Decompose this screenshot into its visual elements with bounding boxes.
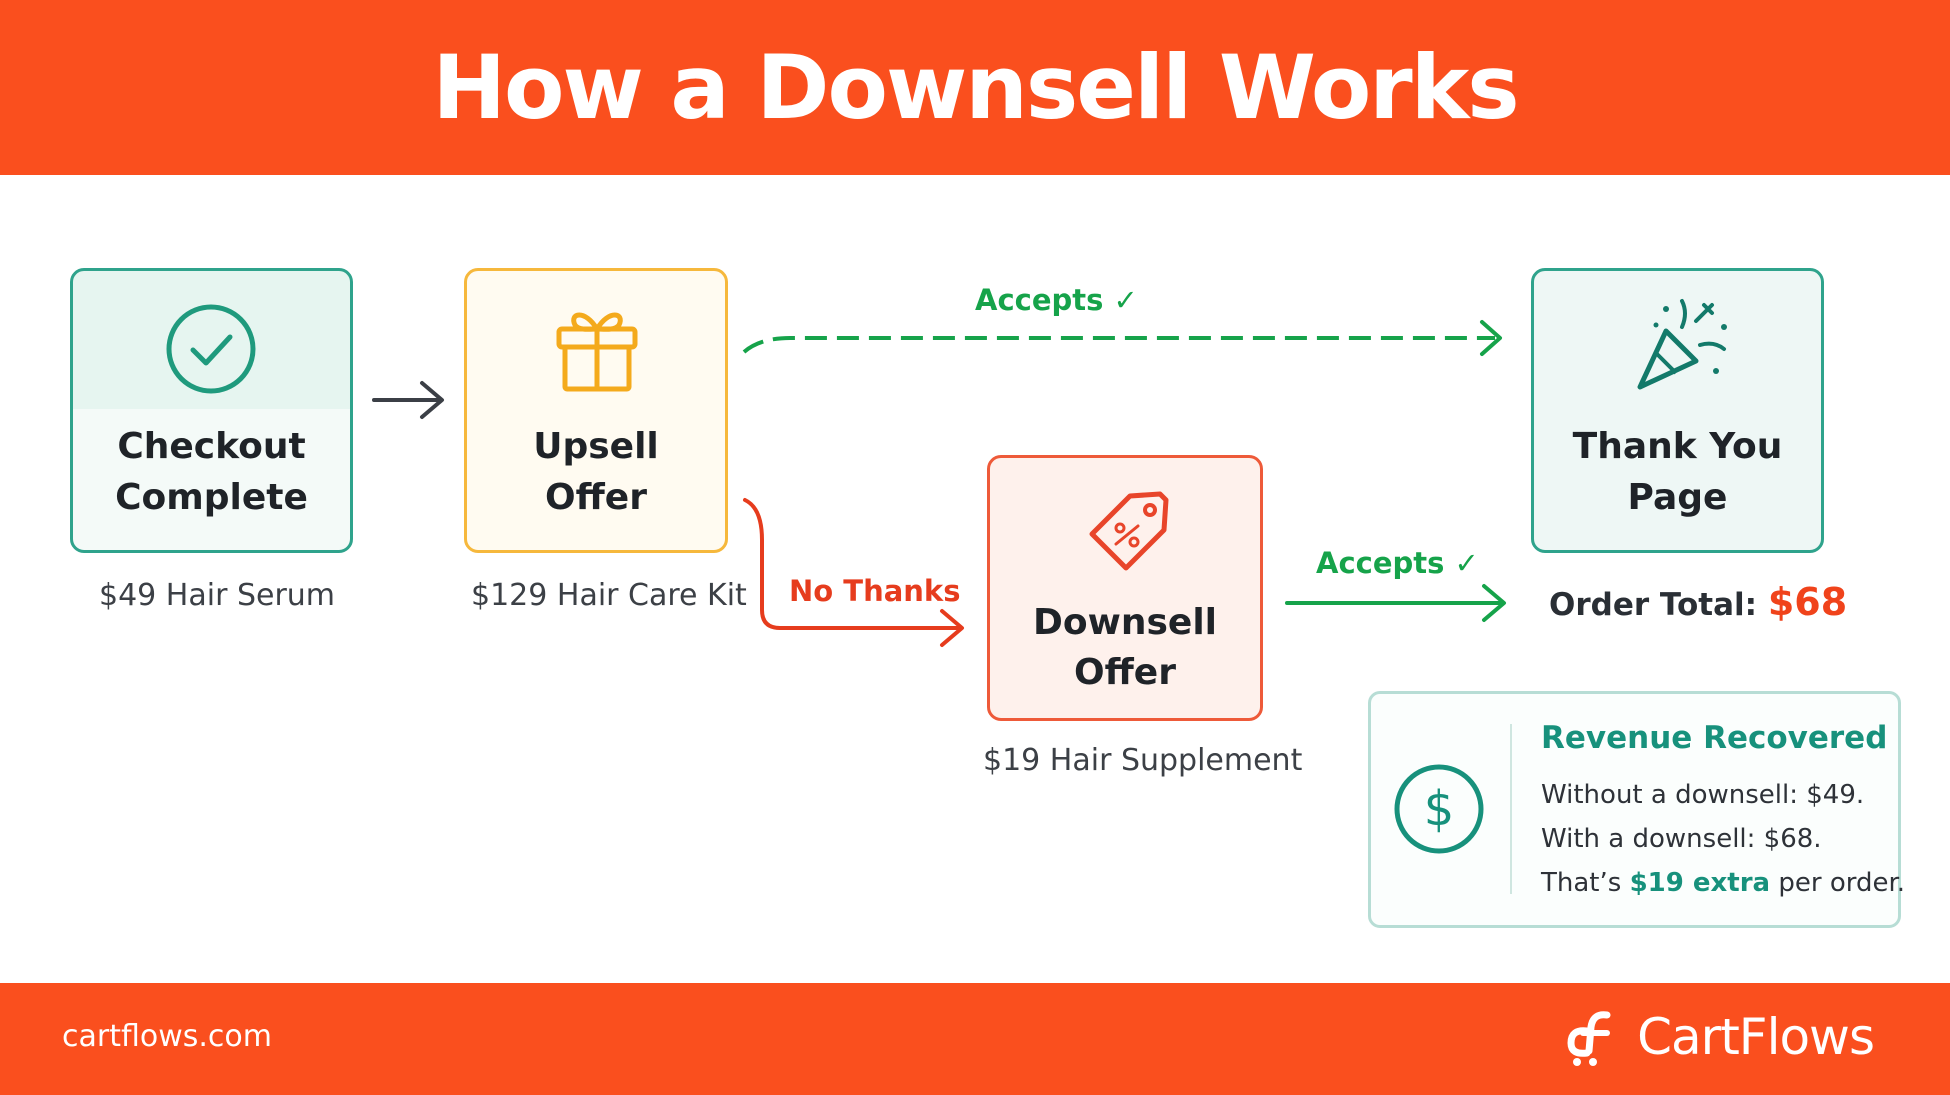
gift-icon [556,312,638,392]
footer-bar: cartflows.com CartFlows [0,983,1950,1095]
order-total: Order Total: $68 [1549,580,1847,624]
step-upsell-card: Upsell Offer [464,268,728,553]
dollar-circle-icon: $ [1394,764,1484,854]
revenue-divider [1510,724,1512,894]
revenue-recovered-box: $ Revenue Recovered Without a downsell: … [1368,691,1905,928]
percent-tag-icon [1089,491,1169,571]
revenue-line-without: Without a downsell: $49. [1541,780,1865,810]
revenue-extra-suffix: per order. [1770,868,1906,898]
arrow-checkout-to-upsell [372,381,444,419]
revenue-title: Revenue Recovered [1541,720,1888,756]
step-checkout-card: Checkout Complete [70,268,353,553]
arrow-downsell-to-thanks [1285,584,1506,622]
order-total-amount: $68 [1767,580,1848,624]
upsell-caption: $129 Hair Care Kit [471,578,747,613]
downsell-title-line2: Offer [1074,652,1176,693]
step-thankyou-card: Thank You Page [1531,268,1824,553]
revenue-extra-prefix: That’s [1541,868,1630,898]
revenue-line-extra: That’s $19 extra per order. [1541,868,1905,898]
accept-label-top: Accepts ✓ [975,283,1138,317]
arrowhead-accept-to-thanks [1480,320,1502,356]
thankyou-title-line1: Thank You [1572,426,1783,467]
page-title: How a Downsell Works [432,36,1519,139]
footer-brand: CartFlows [1563,1007,1875,1067]
footer-brand-name: CartFlows [1637,1008,1875,1066]
checkout-title-line2: Complete [115,477,308,518]
decline-label: No Thanks [789,574,961,608]
check-circle-icon [166,304,256,394]
checkout-title-line1: Checkout [117,426,306,467]
upsell-title-line2: Offer [545,477,647,518]
svg-text:$: $ [1424,781,1455,837]
revenue-line-with: With a downsell: $68. [1541,824,1822,854]
party-popper-icon [1637,299,1727,390]
revenue-extra-amount: $19 extra [1629,868,1771,898]
upsell-title-line1: Upsell [533,426,659,467]
downsell-caption: $19 Hair Supplement [983,743,1303,778]
accept-label-bottom: Accepts ✓ [1316,546,1479,580]
order-total-label: Order Total: [1549,587,1758,623]
downsell-title-line1: Downsell [1032,602,1218,643]
thankyou-title-line2: Page [1627,477,1728,518]
header-banner: How a Downsell Works [0,0,1950,175]
cartflows-logo-icon [1567,1011,1611,1066]
arrow-accept-to-thanks [742,336,1495,354]
arrow-decline-to-downsell [743,498,964,647]
checkout-caption: $49 Hair Serum [99,578,336,613]
footer-site-link[interactable]: cartflows.com [62,1019,272,1054]
step-downsell-card: Downsell Offer [987,455,1263,721]
